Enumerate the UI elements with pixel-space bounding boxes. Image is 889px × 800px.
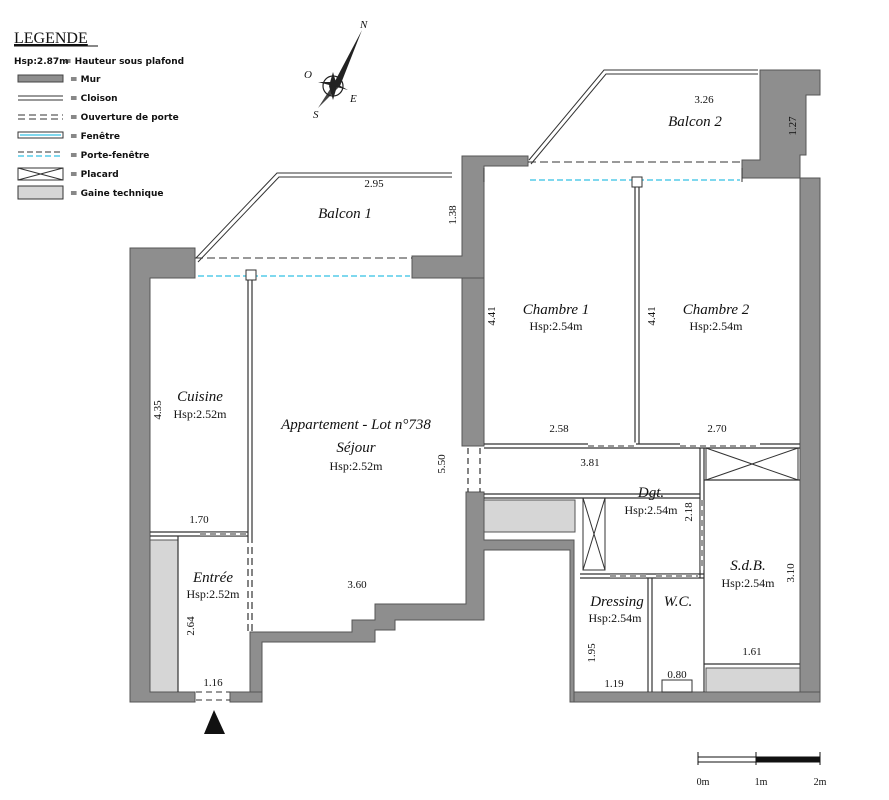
scale-segment-black (755, 756, 821, 763)
compass-rose-h (318, 82, 348, 90)
label-balcon2: Balcon 2 (668, 114, 722, 130)
legend-item-hsp: = Hauteur sous plafond (64, 57, 184, 67)
legend-swatch-gaine (17, 185, 64, 200)
legend-key-hsp: Hsp:2.87m (14, 57, 69, 67)
gaine-technique-sdb (705, 667, 801, 695)
dim-sdb-height: 3.10 (785, 563, 797, 583)
walls (129, 69, 821, 703)
gaine-technique-dgt (481, 499, 576, 533)
label-appartement: Appartement - Lot n°738 (280, 417, 431, 433)
label-wc: W.C. (664, 594, 693, 610)
legend-item-porte: = Ouverture de porte (70, 113, 179, 123)
wall-balcony2-right (741, 69, 821, 179)
hsp-sdb: Hsp:2.54m (721, 576, 775, 590)
balcon1-railing-outer (195, 172, 452, 259)
legend-item-placard: = Placard (70, 170, 119, 180)
hsp-cuisine: Hsp:2.52m (173, 407, 227, 421)
legend-item-gaine: = Gaine technique (70, 189, 163, 199)
compass-icon: N O E S (304, 19, 368, 121)
partitions (150, 176, 800, 693)
post-chambres (631, 176, 643, 188)
legend-swatch-mur (17, 74, 64, 83)
label-cuisine: Cuisine (177, 389, 223, 405)
compass-label-n: N (359, 19, 368, 31)
balcon1-railing-inner (197, 176, 452, 263)
dim-sejour-height: 5.50 (436, 454, 448, 474)
dim-sejour-width: 3.60 (347, 579, 367, 591)
gaine-technique-entree (149, 539, 179, 693)
dim-chambre1-width: 2.58 (549, 423, 569, 435)
balcon2-railing-inner (530, 73, 758, 165)
wall-living-right (461, 277, 485, 447)
hsp-chambre2: Hsp:2.54m (689, 319, 743, 333)
balcony-railings (195, 69, 805, 263)
dim-cuisine-width: 1.70 (189, 514, 209, 526)
entrance-arrow-icon (204, 710, 225, 734)
legend: LEGENDE Hsp:2.87m = Hauteur sous plafond… (14, 30, 184, 200)
dim-dressing-width: 1.19 (604, 678, 624, 690)
label-dressing: Dressing (589, 594, 644, 610)
legend-title: LEGENDE (14, 30, 88, 47)
dim-dgt-width: 3.81 (580, 457, 599, 469)
dim-cuisine-height: 4.35 (152, 400, 164, 420)
wc-bowl (661, 679, 693, 693)
hsp-dgt: Hsp:2.54m (624, 503, 678, 517)
dim-dgt-height: 2.18 (683, 502, 695, 522)
placard-dgt-x2 (582, 497, 606, 571)
wall-entry-right (229, 691, 263, 703)
legend-item-mur: = Mur (70, 75, 101, 85)
dim-dressing-height: 1.95 (586, 643, 598, 663)
compass-label-o: O (304, 69, 312, 81)
scale-bar: 0m 1m 2m (697, 752, 827, 788)
scale-segment-white (697, 756, 757, 763)
dim-balcon1-width: 2.95 (364, 178, 384, 190)
legend-item-porte-fenetre: = Porte-fenêtre (70, 150, 149, 161)
compass-label-s: S (313, 109, 319, 121)
scale-label-1: 1m (755, 777, 768, 788)
dim-chambre1-height: 4.41 (486, 306, 498, 325)
dim-wc-width: 0.80 (667, 669, 687, 681)
dim-entree-width: 1.16 (203, 677, 223, 689)
legend-swatch-placard-x2 (17, 167, 64, 181)
wall-right-side (799, 177, 821, 703)
placard-sdb-x2 (705, 447, 799, 481)
wall-bottom-right (569, 691, 821, 703)
post-sejour (245, 269, 257, 281)
hsp-chambre1: Hsp:2.54m (529, 319, 583, 333)
label-entree: Entrée (192, 570, 233, 586)
dim-entree-height: 2.64 (185, 616, 197, 636)
label-chambre2: Chambre 2 (683, 302, 750, 318)
dim-sdb-width: 1.61 (742, 646, 761, 658)
compass-north-needle (334, 30, 362, 86)
label-sejour: Séjour (336, 440, 375, 456)
label-chambre1: Chambre 1 (523, 302, 590, 318)
dim-chambre2-height: 4.41 (646, 306, 658, 325)
scale-label-2: 2m (814, 777, 827, 788)
hsp-entree: Hsp:2.52m (186, 587, 240, 601)
label-sdb: S.d.B. (730, 558, 765, 574)
label-balcon1: Balcon 1 (318, 206, 372, 222)
dimensions: 3.26 1.27 2.95 1.38 4.41 4.41 4.35 5.50 … (152, 94, 799, 690)
hsp-sejour: Hsp:2.52m (329, 459, 383, 473)
legend-item-cloison: = Cloison (70, 94, 118, 104)
hsp-dressing: Hsp:2.54m (588, 611, 642, 625)
dim-chambre2-width: 2.70 (707, 423, 727, 435)
dim-balcon2-depth: 1.27 (787, 116, 799, 136)
dim-balcon2-width: 3.26 (694, 94, 714, 106)
legend-item-fenetre: = Fenêtre (70, 131, 120, 142)
compass-label-e: E (349, 93, 357, 105)
wall-living-bottom-step (249, 491, 575, 703)
placard-dgt (582, 497, 606, 571)
label-dgt: Dgt. (637, 485, 664, 501)
scale-label-0: 0m (697, 777, 710, 788)
doors (196, 442, 760, 701)
dim-balcon1-depth: 1.38 (447, 205, 459, 225)
placard-sdb (705, 447, 799, 481)
wall-living-top-right (411, 155, 529, 279)
balcon2-railing-outer (528, 69, 758, 161)
